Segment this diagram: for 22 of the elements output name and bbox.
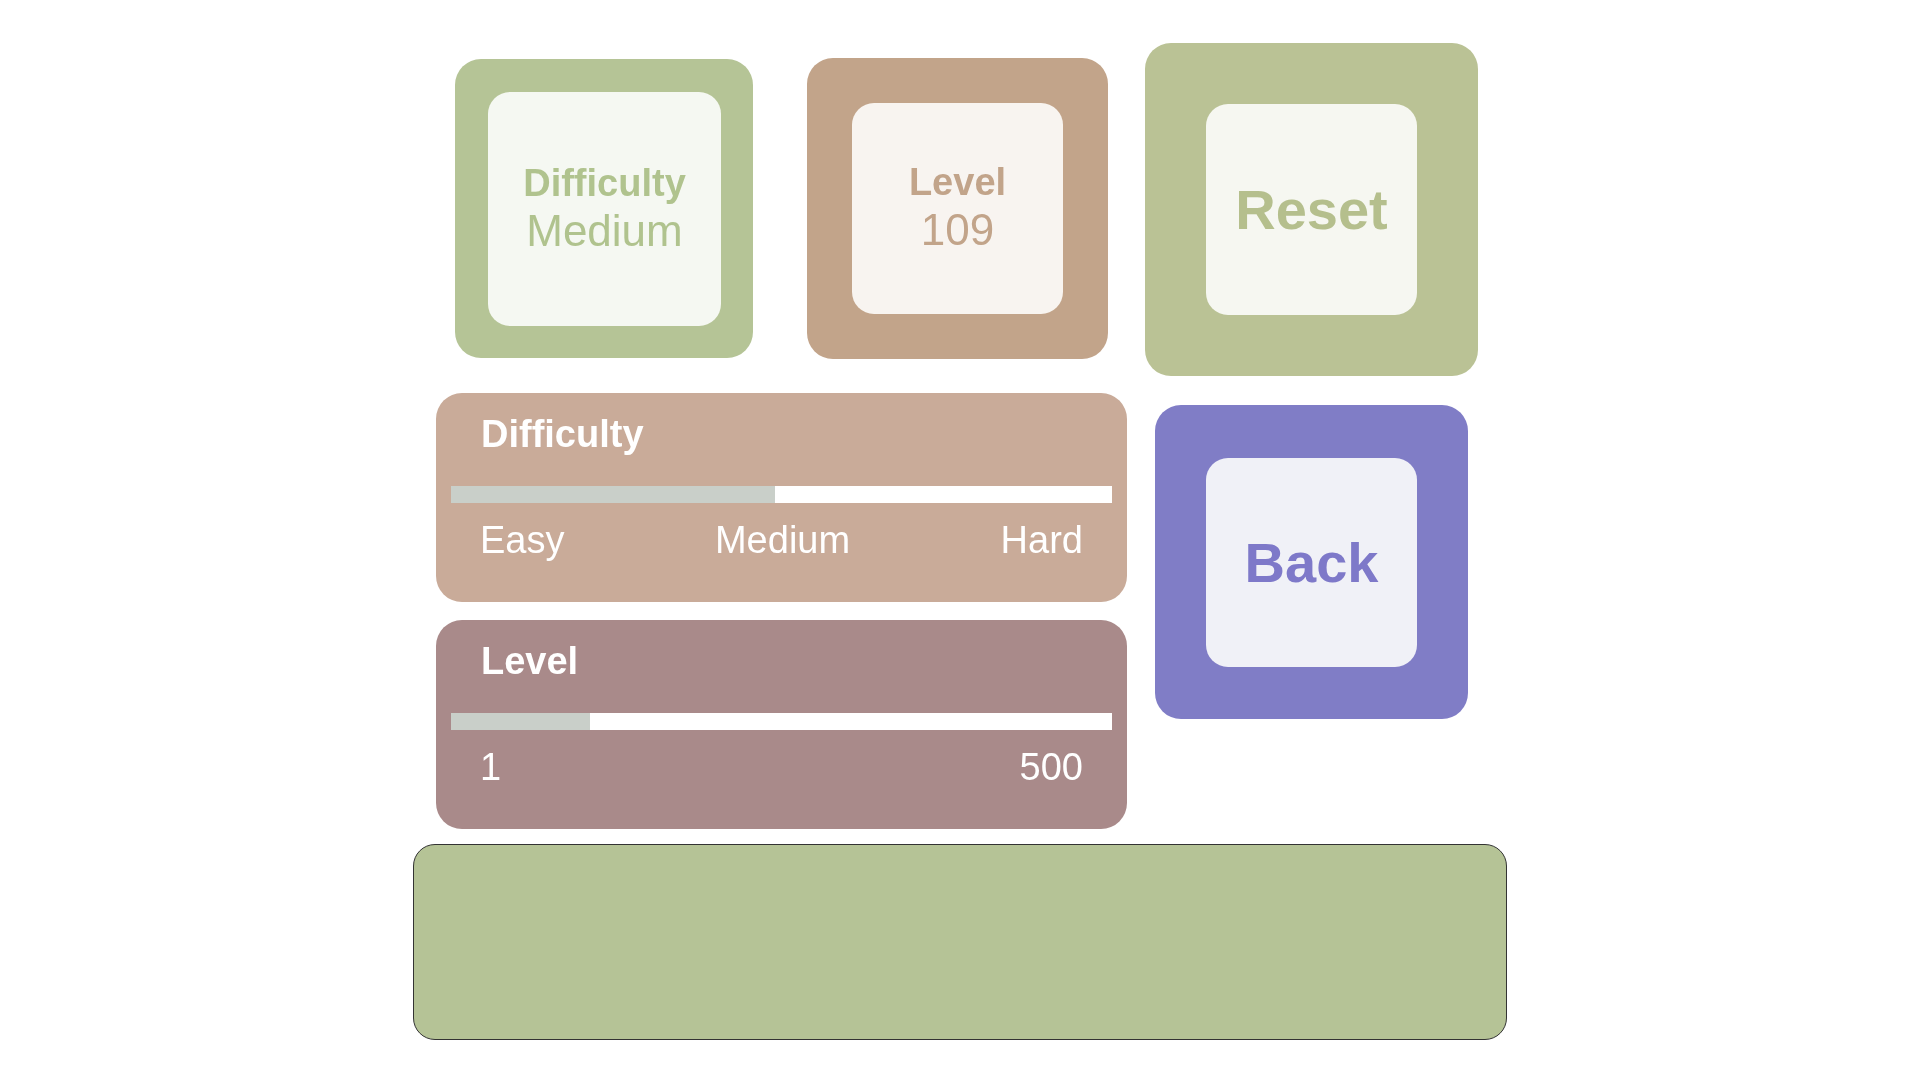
slider-label: Hard [1000,519,1083,563]
tile-card [807,58,1108,359]
content-panel [413,844,1507,1040]
tile-card [1155,405,1468,719]
card-value: 109 [920,205,995,256]
slider-label: Easy [480,519,565,563]
slider-panel [436,393,1127,602]
stat-card [488,92,721,326]
slider-label: Medium [714,519,851,563]
slider-panel [436,620,1127,829]
tile-card [455,59,753,358]
stat-card [852,103,1063,314]
card-title: Level [908,161,1007,206]
tile-card [1145,43,1478,376]
card-value: Medium [526,205,683,257]
slider-label: 1 [480,746,502,790]
card-title: Difficulty [523,161,686,206]
panel-title: Difficulty [481,413,644,457]
back-button: Back [1206,458,1417,667]
reset-button: Reset [1206,104,1417,315]
panel-title: Level [481,640,579,684]
slider-label: 500 [1019,746,1083,790]
